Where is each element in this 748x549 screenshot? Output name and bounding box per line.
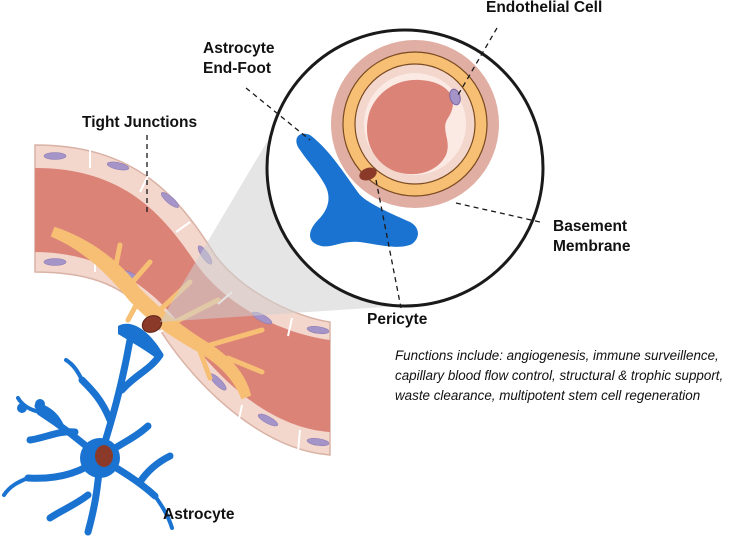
label-basement-membrane-line1: Basement (553, 218, 628, 235)
pericyte-nucleus (141, 315, 163, 333)
leader-lines (146, 27, 541, 309)
label-basement-membrane-line2: Membrane (553, 238, 631, 255)
capillary-lumen (367, 79, 453, 175)
pericyte-body (50, 226, 252, 400)
endothelial-nucleus-zoom (449, 88, 461, 106)
leader-pericyte (375, 179, 402, 309)
zoom-circle (265, 28, 545, 308)
label-astrocyte-end-foot-line1: Astrocyte (203, 40, 275, 57)
astrocyte-end-foot-zoom (296, 133, 418, 247)
astrocyte-cell (2, 323, 174, 536)
astrocyte-end-foot-on-vessel (118, 323, 162, 358)
label-astrocyte-end-foot-line2: End-Foot (203, 60, 272, 77)
leader-astrocyte-end-foot (245, 87, 311, 141)
label-astrocyte: Astrocyte (163, 506, 235, 523)
astrocyte-nucleus (95, 445, 113, 467)
pericyte-nucleus-zoom (359, 167, 377, 181)
zoom-circle-border (265, 28, 545, 308)
caption-line-1: Functions include: angiogenesis, immune … (395, 348, 719, 363)
label-endothelial-cell: Endothelial Cell (486, 0, 603, 16)
leader-endothelial-cell (457, 27, 498, 96)
label-pericyte: Pericyte (367, 311, 428, 328)
label-tight-junctions: Tight Junctions (82, 114, 198, 131)
caption-line-3: waste clearance, multipotent stem cell r… (395, 388, 701, 404)
functions-caption: Functions include: angiogenesis, immune … (395, 346, 745, 406)
caption-line-2: capillary blood flow control, structural… (395, 368, 724, 384)
